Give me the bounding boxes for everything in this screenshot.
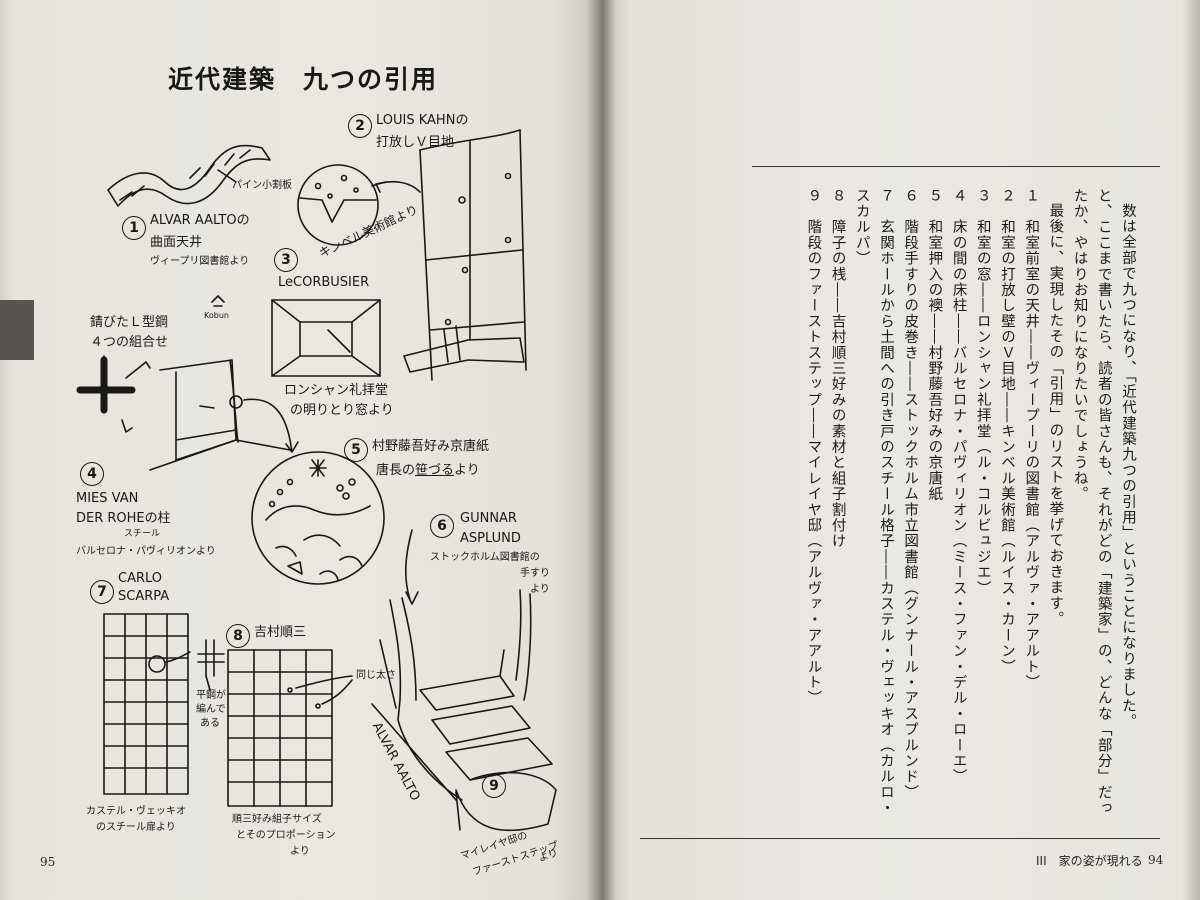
item-8-source-2: とそのプロポーション [236,830,336,841]
item-7-number: 7 [90,580,114,604]
item-8-note: 同じ太さ [356,670,396,681]
top-rule [752,166,1160,167]
item-8-architect: 吉村順三 [254,625,307,640]
item-7-architect: CARLO [118,571,163,586]
list-item: ９ 階段のファーストステップ――マイレイヤ邸（アルヴァ・アアルト） [805,188,822,707]
item-1-source: ヴィープリ図書館より [150,256,250,267]
item-5-source-b: 笹づる [415,463,455,478]
edge-shadow [0,300,34,360]
sketch-illustration: 近代建築 九つの引用 1 ALVAR AALTOの 曲面天井 ヴィープリ図書館よ… [40,65,560,878]
item-2-architect: LOUIS KAHN [376,113,456,128]
left-page-number: 95 [40,855,56,869]
item-2-number: 2 [348,114,372,138]
body-text: 数は全部で九つになり、「近代建築九つの引用」ということになりました。 と、ここま… [640,188,1140,828]
item-3-architect: LeCORBUSIER [278,275,370,290]
item-6-source: ストックホルム図書館の [430,552,540,563]
item-3-subject: ロンシャン礼拝堂 [284,383,389,398]
item-4-ruby: スチール [124,529,161,539]
list-item: １ 和室前室の天井――ヴィープーリの図書館（アルヴァ・アアルト） [1023,188,1040,691]
list-item: ３ 和室の窓――ロンシャン礼拝堂（ル・コルビュジエ） [974,188,991,597]
item-6-suffix: より [530,584,550,595]
sketch-title: 近代建築 九つの引用 [168,65,439,94]
item-4-source: バルセロナ・パヴィリオンより [76,546,216,557]
item-4-number: 4 [80,462,104,486]
item-3-source: の明りとり窓より [290,403,394,418]
item-5-subject: 村野藤吾好み京唐紙 [372,439,490,454]
bottom-rule [640,838,1160,839]
item-4-architect: MIES VAN [76,491,139,506]
stair-step-sketch [419,675,515,711]
list-item: ５ 和室押入の襖――村野藤吾好みの京唐紙 [926,188,943,502]
intro-paragraph-3: 最後に、実現したその「引用」のリストを挙げておきます。 [1047,202,1064,627]
right-page [600,0,1200,900]
intro-paragraph-2: と、ここまで書いたら、読者の皆さんも、それがどの「建築家」の、どんな「部分」だっ… [1071,188,1112,816]
item-1-suffix: の [236,213,250,228]
item-1-note: パイン小割板 [232,180,292,191]
item-2-suffix: の [455,113,469,128]
item-9-number: 9 [482,774,506,798]
item-1-number: 1 [122,216,146,240]
left-page [0,0,600,900]
item-1-label: ALVAR AALTOの [150,213,250,228]
item-7-source-2: のスチール扉より [96,822,176,833]
right-page-number: 94 [1148,853,1164,867]
item-7-source: カステル・ヴェッキオ [86,806,186,817]
wave-ceiling-sketch [107,144,271,207]
karakami-circle-sketch [251,451,385,585]
item-5-number: 5 [344,438,368,462]
item-4-label: DER ROHEの柱 [76,511,171,526]
item-5-source: 唐長の笹づるより [376,463,480,478]
item-2-label: LOUIS KAHNの [376,113,469,128]
list-item: ２ 和室の打放し壁のＶ目地――キンベル美術館（ルイス・カーン） [998,188,1015,675]
cross-column-sketch [76,356,136,414]
item-4-suffix: の柱 [144,511,171,526]
item-7-note: 平鋼が [196,690,226,701]
item-4-note: 錆びたＬ型鋼 [90,315,169,330]
running-head: III 家の姿が現れる [1036,854,1143,868]
list-item: ４ 床の間の床柱――バルセロナ・パヴィリオン（ミース・ファン・デル・ローエ） [950,188,967,785]
kobun-logo: Kobun [204,311,229,320]
item-1-architect: ALVAR AALTO [150,213,237,228]
item-4-note-2: ４つの組合せ [90,335,169,350]
item-4-architect-2: DER ROHE [76,511,145,526]
item-6-subject: 手すり [520,568,550,579]
window-sketch [271,299,381,377]
item-3-number: 3 [274,248,298,272]
book-gutter [586,0,616,900]
sketch-drawing [76,129,557,832]
item-7-note-2: 編んで [196,704,226,715]
item-8-number: 8 [226,624,250,648]
list-item: ７ 玄関ホールから土間への引き戸のスチール格子――カステル・ヴェッキオ（カルロ・… [853,188,894,816]
item-6-architect: GUNNAR [460,511,517,526]
item-6-number: 6 [430,514,454,538]
item-5-source-c: より [454,463,480,478]
item-2-subject: 打放しＶ目地 [376,135,455,150]
v-joint-circle-sketch [297,164,379,246]
item-8-source-3: より [290,846,310,857]
item-6-architect-2: ASPLUND [460,531,521,546]
item-7-architect-2: SCARPA [118,589,170,604]
item-1-subject: 曲面天井 [150,235,203,250]
item-7-note-3: ある [200,718,220,729]
item-5-source-a: 唐長の [376,463,416,478]
list-item: ６ 階段手すりの皮巻き――ストックホルム市立図書館（グンナール・アスプルンド） [902,188,919,801]
list-item: ８ 障子の桟――吉村順三好みの素材と組子割付け [829,188,846,550]
intro-paragraph-1: 数は全部で九つになり、「近代建築九つの引用」ということになりました。 [1120,202,1136,730]
item-8-source: 順三好み組子サイズ [232,814,322,825]
